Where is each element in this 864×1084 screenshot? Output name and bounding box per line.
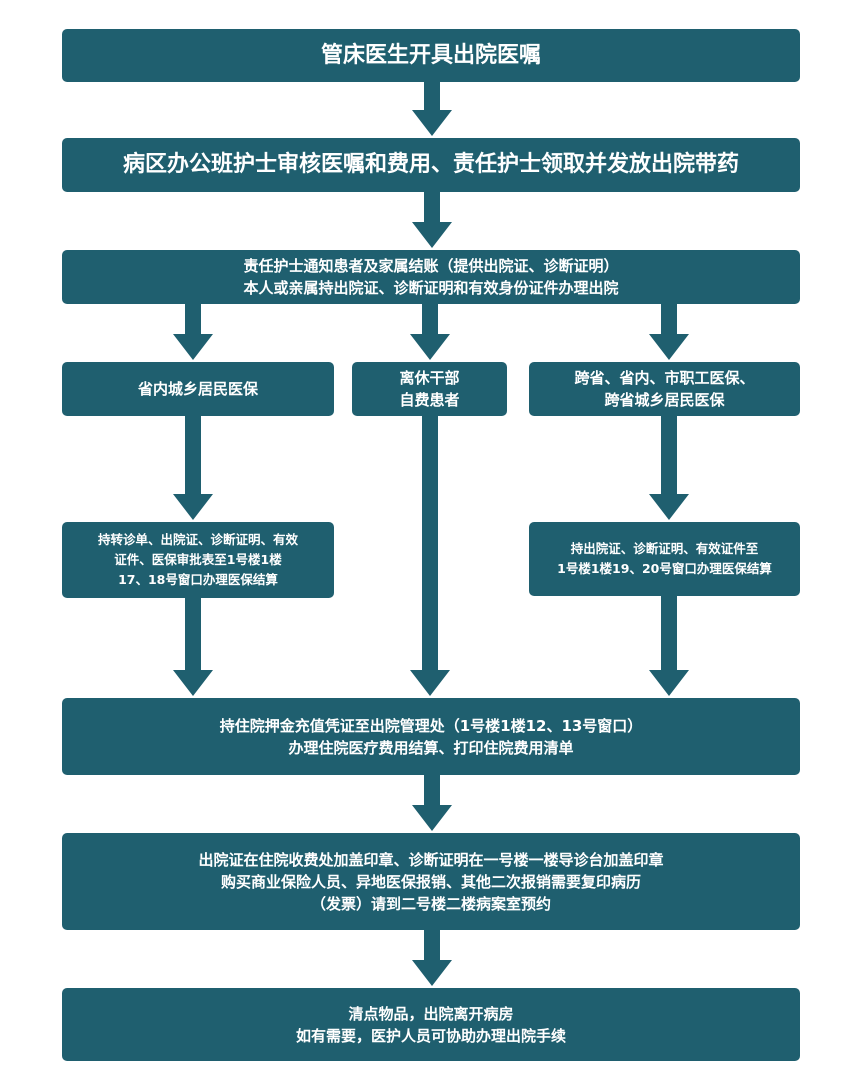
detail-left-line-1: 持转诊单、出院证、诊断证明、有效 <box>97 532 298 547</box>
step-leave-ward: 清点物品，出院离开病房 如有需要，医护人员可协助办理出院手续 <box>62 988 800 1061</box>
detail-right-settlement: 持出院证、诊断证明、有效证件至 1号楼1楼19、20号窗口办理医保结算 <box>529 522 800 596</box>
arrow-1-2 <box>412 82 452 136</box>
arrow-3-middle <box>410 304 450 360</box>
step-stamp-line-1: 出院证在住院收费处加盖印章、诊断证明在一号楼一楼导诊台加盖印章 <box>198 850 664 869</box>
branch-middle-line-2: 自费患者 <box>399 391 460 409</box>
arrow-3-left <box>173 304 213 360</box>
arrow-right-4 <box>649 596 689 696</box>
arrow-left-4 <box>173 598 213 696</box>
branch-retired-selfpay: 离休干部 自费患者 <box>352 362 507 416</box>
detail-right-line-2: 1号楼1楼19、20号窗口办理医保结算 <box>557 561 772 576</box>
step-leave-line-1: 清点物品，出院离开病房 <box>348 1004 514 1023</box>
step-nurse-review: 病区办公班护士审核医嘱和费用、责任护士领取并发放出院带药 <box>62 138 800 192</box>
branch-right-line-2: 跨省城乡居民医保 <box>604 391 725 409</box>
arrow-middle-4 <box>410 416 450 696</box>
step-settlement-line-1: 持住院押金充值凭证至出院管理处（1号楼1楼12、13号窗口） <box>219 716 643 735</box>
step-stamp-records: 出院证在住院收费处加盖印章、诊断证明在一号楼一楼导诊台加盖印章 购买商业保险人员… <box>62 833 800 930</box>
arrow-4-5 <box>412 775 452 831</box>
arrow-right-detail <box>649 416 689 520</box>
step-discharge-settlement: 持住院押金充值凭证至出院管理处（1号楼1楼12、13号窗口） 办理住院医疗费用结… <box>62 698 800 775</box>
branch-middle-line-1: 离休干部 <box>399 369 460 387</box>
step-notify-checkout: 责任护士通知患者及家属结账（提供出院证、诊断证明） 本人或亲属持出院证、诊断证明… <box>62 250 800 304</box>
detail-left-line-2: 证件、医保审批表至1号楼1楼 <box>114 552 282 567</box>
branch-cross-province-insurance: 跨省、省内、市职工医保、 跨省城乡居民医保 <box>529 362 800 416</box>
branch-provincial-resident-insurance: 省内城乡居民医保 <box>62 362 334 416</box>
step-notify-line-1: 责任护士通知患者及家属结账（提供出院证、诊断证明） <box>243 257 619 275</box>
step-notify-line-2: 本人或亲属持出院证、诊断证明和有效身份证件办理出院 <box>243 279 619 297</box>
arrow-left-detail <box>173 416 213 520</box>
step-doctor-order-text: 管床医生开具出院医嘱 <box>320 42 541 68</box>
step-stamp-line-2: 购买商业保险人员、异地医保报销、其他二次报销需要复印病历 <box>220 872 641 891</box>
arrow-3-right <box>649 304 689 360</box>
step-doctor-order: 管床医生开具出院医嘱 <box>62 29 800 82</box>
detail-left-line-3: 17、18号窗口办理医保结算 <box>118 572 278 587</box>
arrow-5-6 <box>412 930 452 986</box>
arrow-2-3 <box>412 192 452 248</box>
branch-right-line-1: 跨省、省内、市职工医保、 <box>574 369 755 387</box>
step-nurse-review-text: 病区办公班护士审核医嘱和费用、责任护士领取并发放出院带药 <box>122 152 739 177</box>
step-leave-line-2: 如有需要，医护人员可协助办理出院手续 <box>295 1026 566 1045</box>
step-settlement-line-2: 办理住院医疗费用结算、打印住院费用清单 <box>288 738 574 757</box>
detail-right-line-1: 持出院证、诊断证明、有效证件至 <box>570 541 759 556</box>
branch-left-line-1: 省内城乡居民医保 <box>137 380 258 398</box>
step-stamp-line-3: （发票）请到二号楼二楼病案室预约 <box>310 894 551 913</box>
detail-left-settlement: 持转诊单、出院证、诊断证明、有效 证件、医保审批表至1号楼1楼 17、18号窗口… <box>62 522 334 598</box>
